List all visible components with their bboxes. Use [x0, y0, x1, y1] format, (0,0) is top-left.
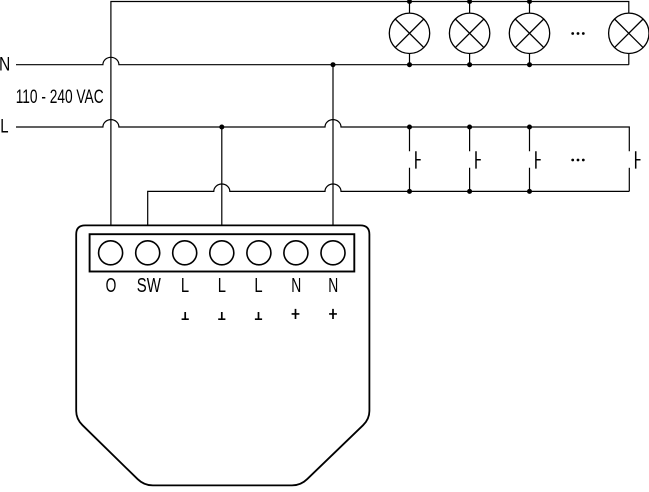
- svg-text:L: L: [0, 117, 8, 138]
- svg-text:L: L: [181, 275, 189, 297]
- svg-text:O: O: [106, 275, 117, 297]
- svg-text:SW: SW: [137, 275, 161, 297]
- svg-text:N: N: [291, 275, 301, 297]
- svg-text:110 - 240 VAC: 110 - 240 VAC: [16, 87, 104, 108]
- svg-text:L: L: [254, 275, 262, 297]
- svg-text:N: N: [328, 275, 338, 297]
- svg-text:N: N: [0, 55, 10, 76]
- svg-text:L: L: [218, 275, 226, 297]
